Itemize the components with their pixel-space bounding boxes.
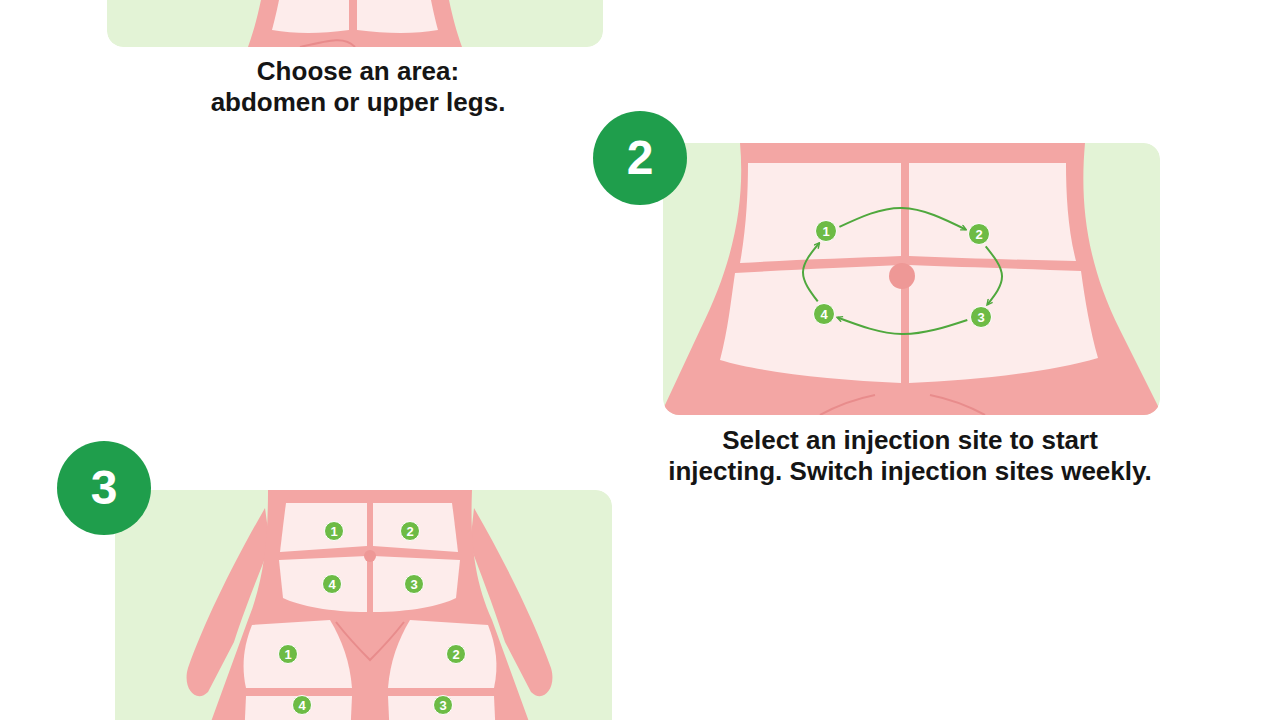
rotation-arrow (839, 208, 965, 230)
panel-one (107, 0, 603, 47)
step-caption: Select an injection site to start inject… (620, 425, 1200, 487)
rotation-arrow (986, 246, 1002, 304)
number-text: 2 (627, 134, 654, 182)
site-number: 2 (968, 223, 990, 245)
number-text: 2 (406, 525, 413, 538)
panel-three (115, 490, 612, 720)
site-number: 3 (404, 574, 424, 594)
number-text: 2 (452, 648, 459, 661)
site-number: 1 (278, 644, 298, 664)
number-text: 3 (439, 699, 446, 712)
number-text: 3 (410, 578, 417, 591)
step-number: 3 (57, 441, 151, 535)
number-text: 3 (977, 311, 984, 324)
step-number: 2 (593, 111, 687, 205)
step-caption: Choose an area: abdomen or upper legs. (188, 56, 528, 118)
site-number: 3 (433, 695, 453, 715)
site-number: 2 (400, 521, 420, 541)
rotation-arrow (803, 243, 819, 301)
site-number: 1 (324, 521, 344, 541)
site-number: 4 (322, 574, 342, 594)
site-number: 3 (970, 306, 992, 328)
site-number: 4 (813, 303, 835, 325)
number-text: 4 (820, 308, 827, 321)
number-text: 1 (330, 525, 337, 538)
number-text: 1 (822, 225, 829, 238)
number-text: 4 (298, 699, 305, 712)
number-text: 3 (91, 464, 118, 512)
site-number: 2 (446, 644, 466, 664)
number-text: 2 (975, 228, 982, 241)
number-text: 4 (328, 578, 335, 591)
number-text: 1 (284, 648, 291, 661)
site-number: 4 (292, 695, 312, 715)
panel-two (663, 143, 1160, 415)
rotation-arrow (838, 317, 968, 334)
site-number: 1 (815, 220, 837, 242)
